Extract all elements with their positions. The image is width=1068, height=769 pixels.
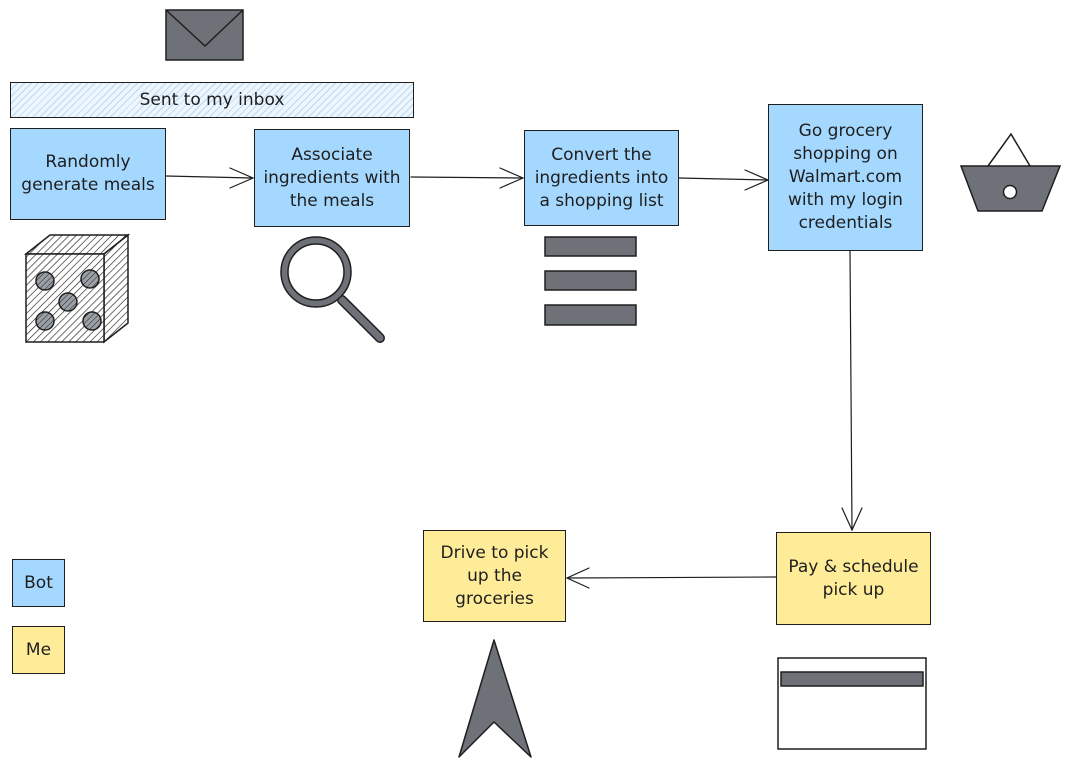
step-pay-schedule-pickup: Pay & schedule pick up bbox=[776, 532, 931, 625]
step-label: Randomly generate meals bbox=[21, 152, 155, 195]
step-associate-ingredients: Associate ingredients with the meals bbox=[254, 129, 410, 227]
step-drive-pickup: Drive to pick up the groceries bbox=[423, 530, 566, 622]
credit-card-icon bbox=[777, 657, 927, 750]
navigation-arrow-icon bbox=[458, 639, 532, 758]
basket-icon bbox=[959, 132, 1062, 212]
arrow-generate-to-associate bbox=[165, 167, 255, 189]
envelope-icon bbox=[165, 9, 244, 61]
step-label: Go grocery shopping on Walmart.com with … bbox=[788, 121, 903, 233]
dice-icon bbox=[23, 233, 131, 344]
step-label: Drive to pick up the groceries bbox=[440, 542, 549, 609]
arrow-pay-to-drive bbox=[565, 567, 777, 589]
arrow-associate-to-convert bbox=[410, 167, 525, 189]
arrow-convert-to-shopping bbox=[678, 169, 770, 191]
step-convert-shopping-list: Convert the ingredients into a shopping … bbox=[524, 130, 679, 226]
magnifier-icon bbox=[280, 236, 385, 343]
legend-me: Me bbox=[12, 626, 65, 674]
legend-bot-label: Bot bbox=[24, 572, 53, 593]
step-label: Pay & schedule pick up bbox=[788, 556, 919, 600]
list-icon bbox=[544, 236, 637, 326]
step-label: Convert the ingredients into a shopping … bbox=[534, 144, 669, 211]
step-label: Associate ingredients with the meals bbox=[263, 144, 401, 211]
step-randomly-generate-meals: Randomly generate meals bbox=[10, 128, 166, 220]
sent-to-inbox-banner: Sent to my inbox bbox=[10, 82, 414, 118]
step-go-grocery-shopping: Go grocery shopping on Walmart.com with … bbox=[768, 104, 923, 251]
arrow-shopping-to-pay bbox=[841, 250, 863, 532]
legend-me-label: Me bbox=[25, 639, 52, 660]
legend-bot: Bot bbox=[12, 559, 65, 607]
banner-label: Sent to my inbox bbox=[139, 90, 285, 110]
